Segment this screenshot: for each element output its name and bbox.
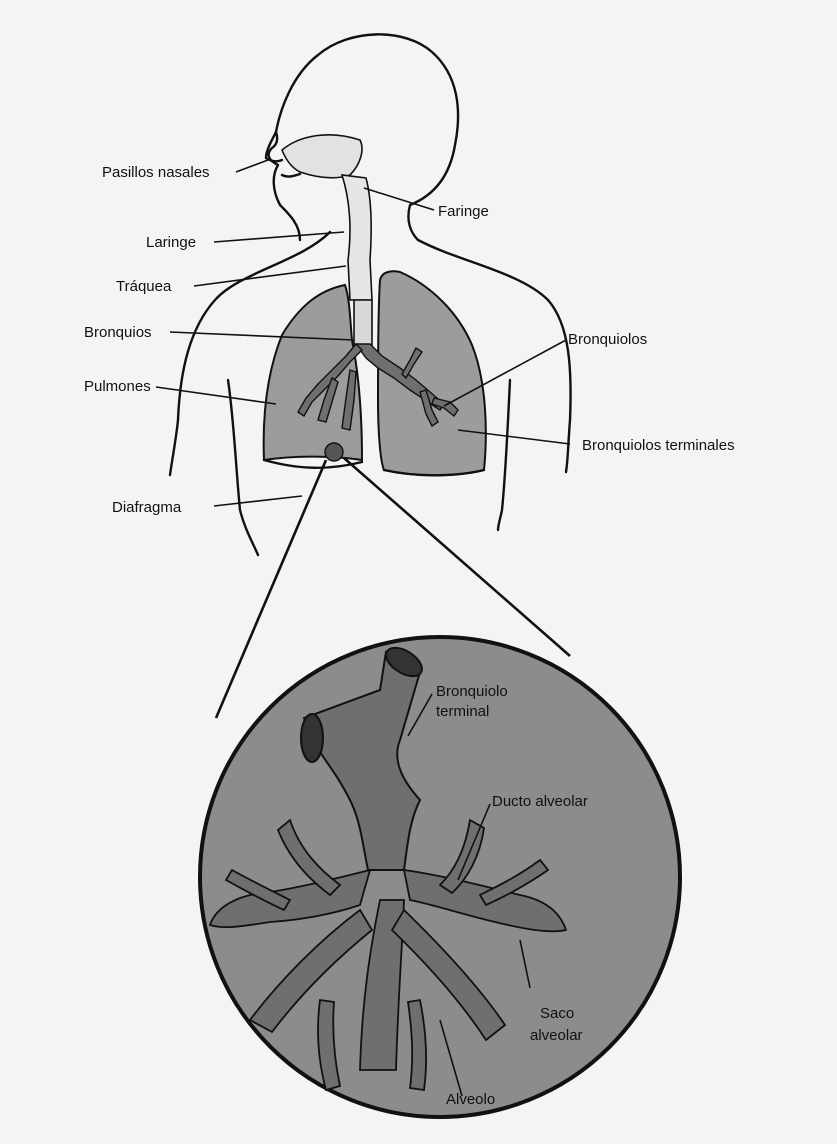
label-bronquiolos-terminales: Bronquiolos terminales — [582, 437, 735, 454]
pharynx-tube — [342, 175, 372, 300]
label-saco-alveolar-line2: alveolar — [530, 1027, 583, 1044]
zoom-source-marker — [325, 443, 343, 461]
right-arm-inner — [498, 380, 510, 530]
nasal-passage — [282, 135, 362, 178]
label-bronquios: Bronquios — [84, 324, 152, 341]
label-faringe: Faringe — [438, 203, 489, 220]
label-laringe: Laringe — [146, 234, 196, 251]
left-lung — [264, 285, 362, 460]
label-alveolo: Alveolo — [446, 1091, 495, 1108]
label-diafragma: Diafragma — [112, 499, 182, 516]
label-pulmones: Pulmones — [84, 378, 151, 395]
mouth-outline — [282, 174, 300, 177]
label-bronquiolos: Bronquiolos — [568, 331, 647, 348]
label-traquea: Tráquea — [116, 278, 172, 295]
label-bronquiolo-terminal-line1: Bronquiolo — [436, 683, 508, 700]
label-ducto-alveolar: Ducto alveolar — [492, 793, 588, 810]
zoom-line-right — [344, 458, 570, 656]
left-arm-inner — [228, 380, 258, 555]
label-pasillos-nasales: Pasillos nasales — [102, 164, 210, 181]
trachea-tube — [354, 300, 372, 345]
label-bronquiolo-terminal-line2: terminal — [436, 703, 489, 720]
label-saco-alveolar-line1: Saco — [540, 1005, 574, 1022]
